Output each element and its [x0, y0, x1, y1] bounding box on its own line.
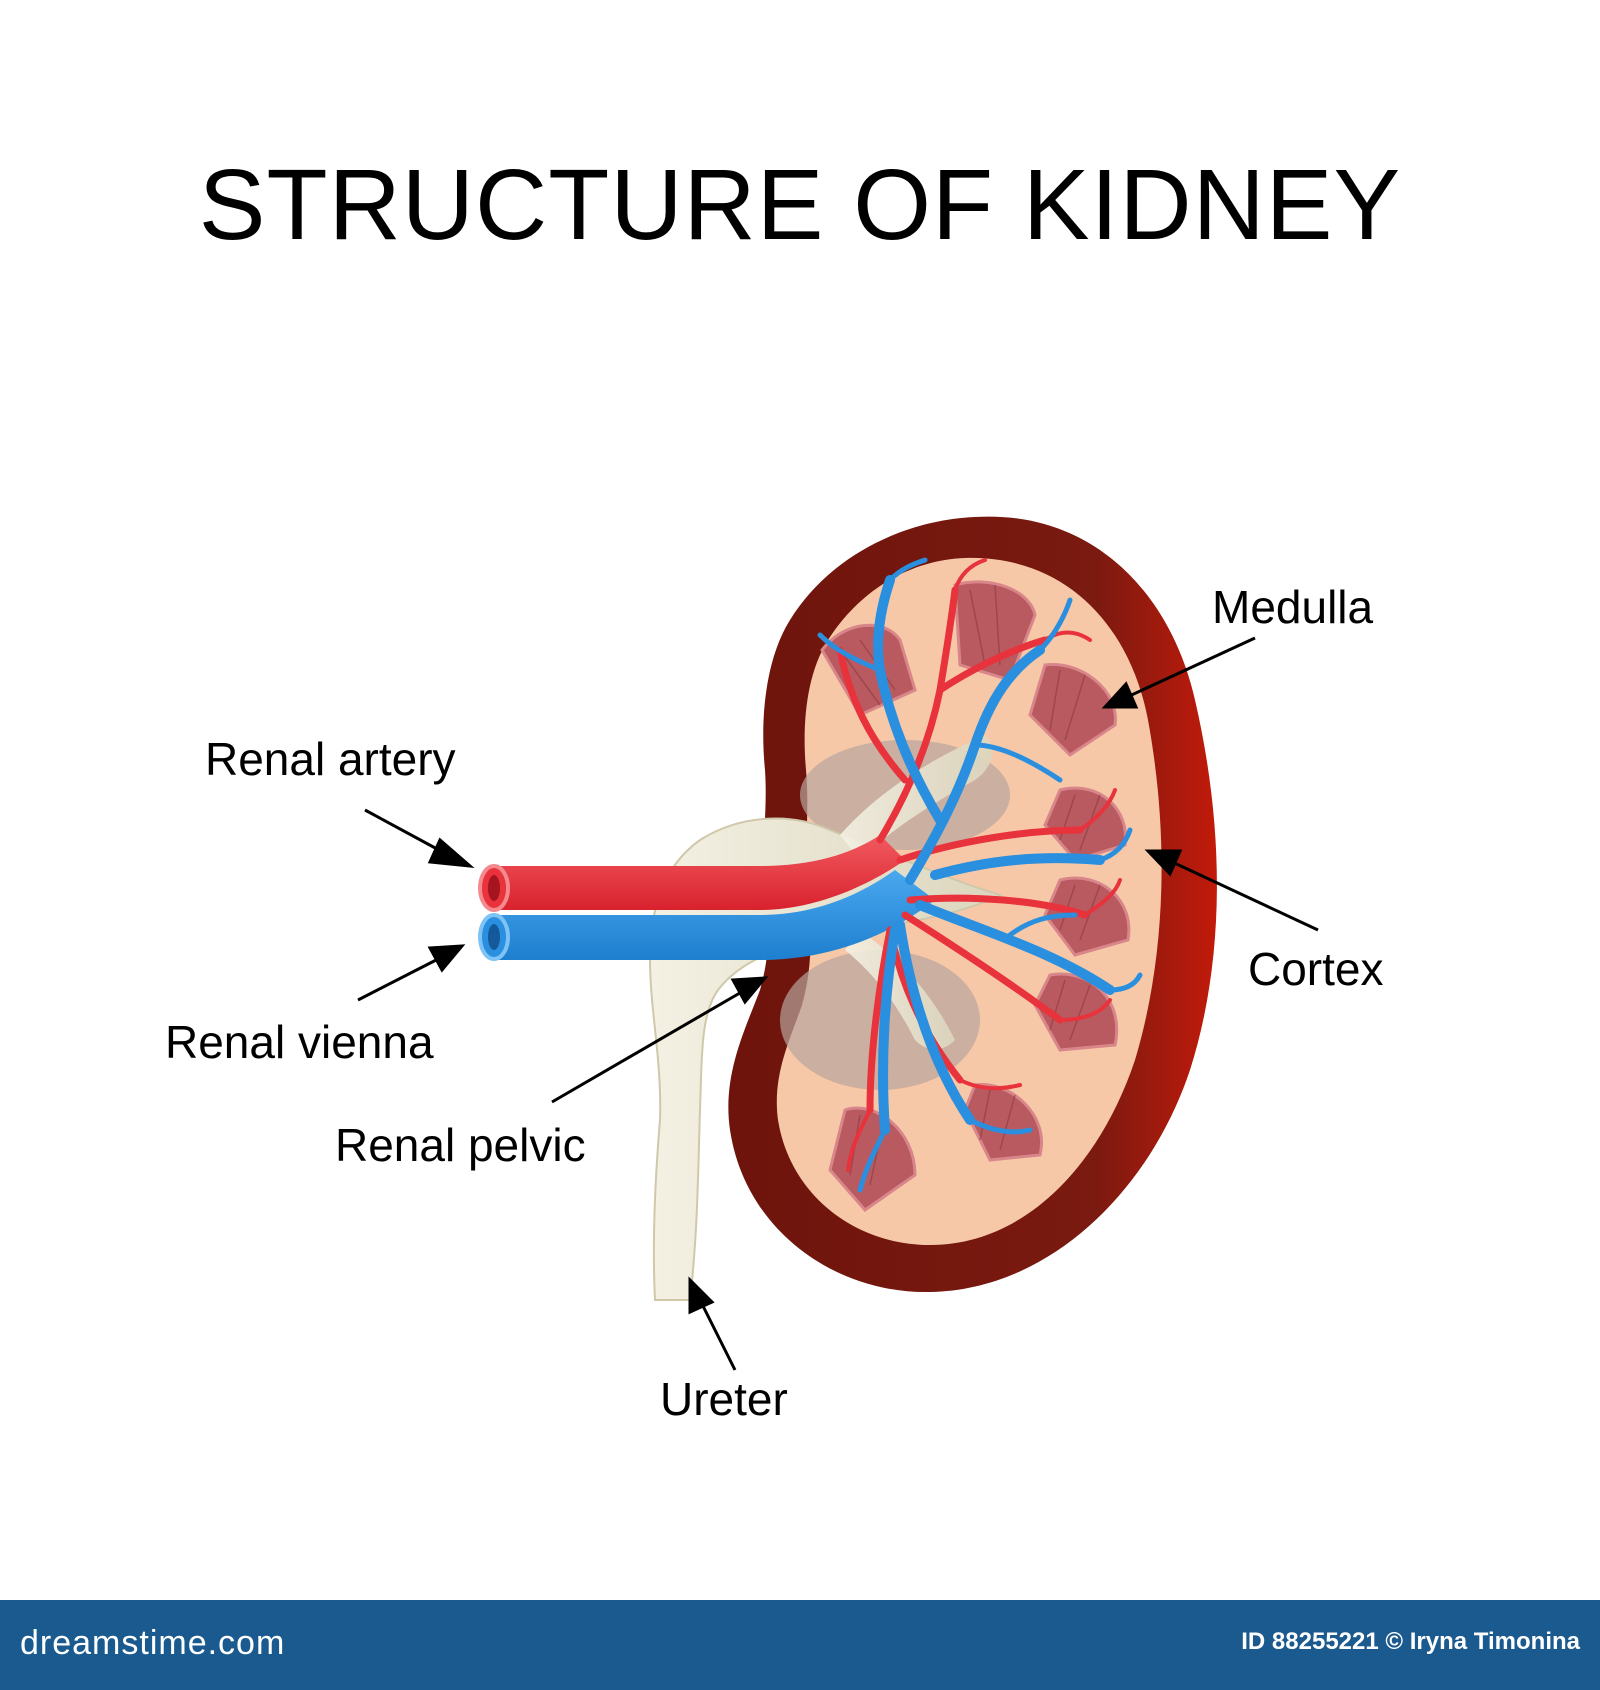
renal-artery-lumen	[488, 875, 500, 901]
pyramid-7	[963, 1083, 1043, 1162]
arrow-cortex	[1144, 849, 1319, 932]
label-renal-vienna: Renal vienna	[165, 1016, 434, 1068]
label-ureter: Ureter	[660, 1373, 788, 1425]
watermark-brand[interactable]: dreamstime.com	[20, 1624, 286, 1662]
renal-vein	[492, 870, 935, 960]
arrow-renal-artery	[364, 808, 475, 868]
arrow-renal-vienna	[357, 944, 466, 1002]
watermark-credit: ID 88255221 © Iryna Timonina	[1241, 1628, 1580, 1655]
arrow-ureter	[688, 1276, 737, 1371]
pelvis-calyx-upper	[840, 735, 993, 860]
label-renal-pelvic: Renal pelvic	[335, 1119, 586, 1171]
artery-twigs	[846, 558, 1122, 1172]
renal-vein-lumen	[488, 924, 500, 950]
pyramid-3	[1028, 662, 1117, 757]
label-renal-artery: Renal artery	[205, 733, 456, 785]
arrow-medulla	[1101, 636, 1256, 709]
kidney-diagram	[357, 516, 1319, 1371]
label-cortex: Cortex	[1248, 943, 1384, 995]
diagram-title: STRUCTURE OF KIDNEY	[198, 149, 1402, 261]
pelvis-calyx-lower	[845, 930, 955, 1050]
renal-artery	[492, 835, 905, 910]
label-medulla: Medulla	[1212, 581, 1374, 633]
vein-branches	[873, 575, 1115, 1135]
vein-twigs	[817, 557, 1143, 1193]
pointer-arrows	[357, 636, 1319, 1371]
pyramid-2	[953, 580, 1037, 682]
watermark-footer: dreamstime.com ID 88255221 © Iryna Timon…	[0, 1600, 1600, 1690]
arrow-renal-pelvic	[551, 976, 769, 1104]
